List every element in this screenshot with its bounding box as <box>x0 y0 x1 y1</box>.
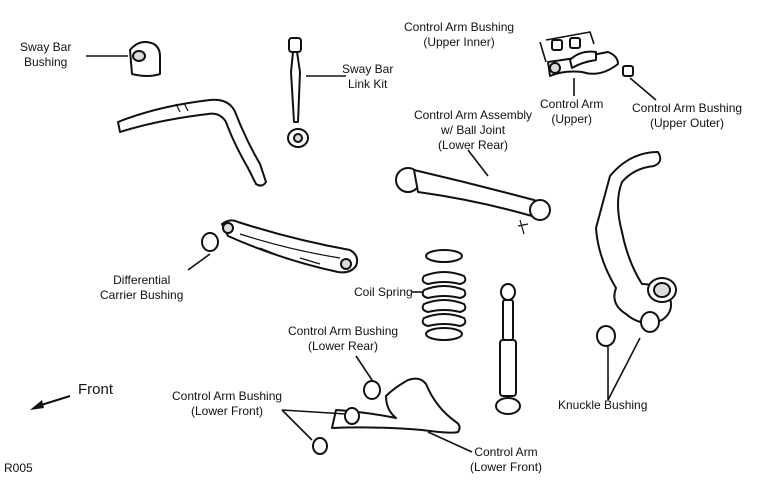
label-knuckle-bushing: Knuckle Bushing <box>558 398 648 412</box>
knuckle-part <box>595 151 677 347</box>
leader-knuckle-bushing <box>607 337 641 401</box>
upper-control-arm-part <box>547 37 634 77</box>
figure-code: R005 <box>4 461 33 475</box>
sway-bar-part <box>117 98 267 187</box>
lower-rear-control-arm-part <box>395 167 551 235</box>
leader-lower-rear-bushing <box>355 355 373 381</box>
shock-absorber-part <box>495 283 521 415</box>
label-coil-spring: Coil Spring <box>354 285 413 299</box>
differential-carrier-part <box>201 219 359 274</box>
label-control-arm-lower-front: Control Arm(Lower Front) <box>470 445 543 474</box>
leader-differential-bushing <box>187 253 211 271</box>
label-control-arm-bushing-lower-rear: Control Arm Bushing(Lower Rear) <box>288 324 399 353</box>
leader-lower-rear-arm <box>467 149 489 177</box>
label-control-arm-bushing-upper-outer: Control Arm Bushing(Upper Outer) <box>632 101 743 130</box>
sway-bar-link-part <box>287 37 309 148</box>
label-control-arm-upper: Control Arm(Upper) <box>540 97 604 126</box>
label-front: Front <box>78 381 114 398</box>
lower-front-control-arm-part <box>312 377 461 455</box>
label-control-arm-bushing-upper-inner: Control Arm Bushing(Upper Inner) <box>404 20 515 49</box>
sway-bar-bushing-part <box>129 41 161 77</box>
label-control-arm-bushing-lower-front: Control Arm Bushing(Lower Front) <box>172 389 283 418</box>
coil-spring-part <box>421 249 467 341</box>
front-arrow-icon <box>30 395 71 410</box>
bracket-upper-inner <box>539 31 595 63</box>
leader-lower-front-bushing <box>281 409 347 441</box>
leader-upper-outer <box>629 77 657 101</box>
leader-lower-front-arm <box>427 431 473 453</box>
